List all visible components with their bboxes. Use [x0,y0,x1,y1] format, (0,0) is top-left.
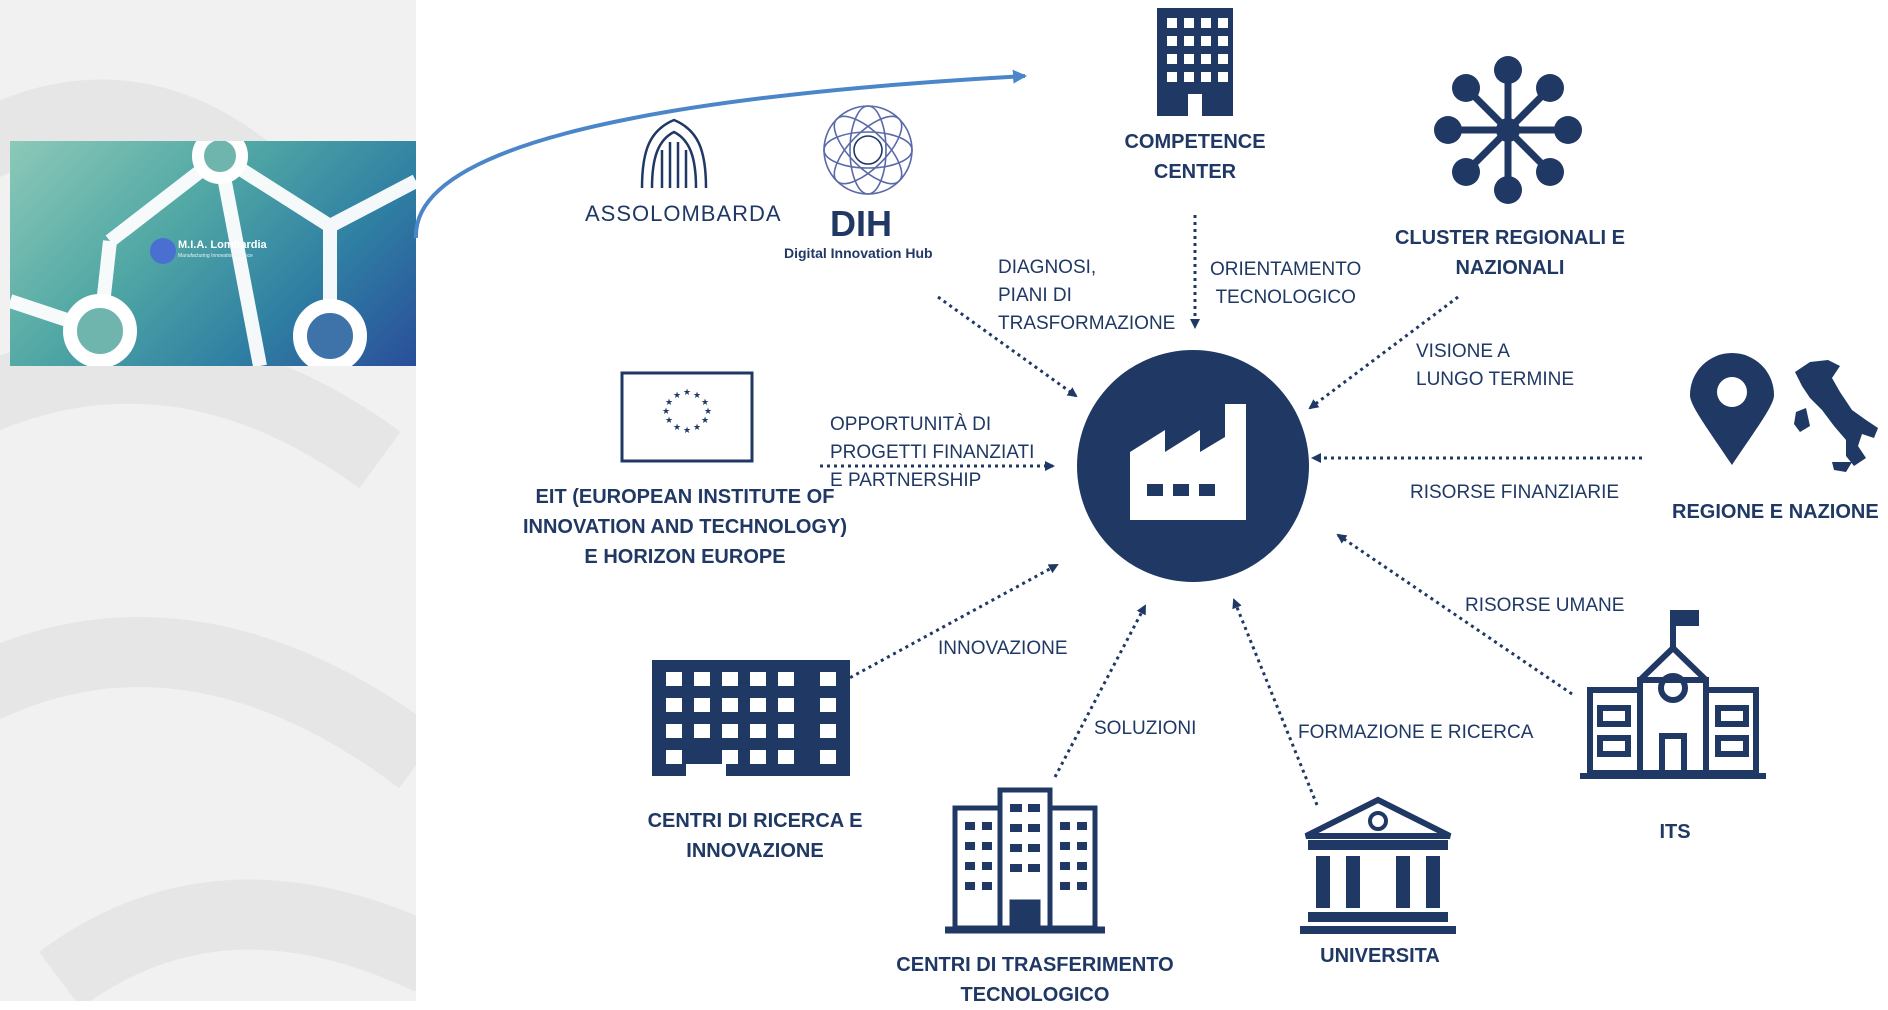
flow-label-innovazione: INNOVAZIONE [938,638,1068,659]
transfer-center-building-icon [945,787,1105,934]
svg-text:★: ★ [704,407,712,417]
research-center-building-icon [652,660,850,776]
flow-label-visione: VISIONE A LUNGO TERMINE [1416,341,1575,390]
assolombarda-logo-icon [640,118,708,189]
node-universita: UNIVERSITA [1320,945,1440,967]
svg-text:★: ★ [665,416,673,426]
flow-arrow-innovazione [843,563,1059,683]
thumbnail-title: M.I.A. Lombardia [178,239,267,251]
flow-label-diagnosi: DIAGNOSI, PIANI DI TRASFORMAZIONE [998,257,1176,334]
svg-text:★: ★ [683,426,691,436]
flow-label-opportunita: OPPORTUNITÀ DI PROGETTI FINANZIATI E PAR… [830,414,1035,491]
flow-arrow-soluzioni [1053,604,1147,778]
node-cluster: CLUSTER REGIONALI E NAZIONALI [1394,227,1625,279]
italy-map-icon [1794,360,1878,472]
svg-text:★: ★ [683,388,691,398]
competence-center-building-icon [1157,8,1233,116]
svg-text:★: ★ [662,407,670,417]
eu-flag-icon: ★★★ ★★★ ★★★ ★★★ [620,371,754,463]
node-centri-trasferimento: CENTRI DI TRASFERIMENTO TECNOLOGICO [896,954,1174,1006]
svg-text:★: ★ [701,416,709,426]
flow-label-risorse-finanziarie: RISORSE FINANZIARIE [1410,482,1620,503]
flow-label-soluzioni: SOLUZIONI [1094,718,1197,739]
svg-text:★: ★ [665,398,673,408]
svg-text:★: ★ [673,423,681,433]
dih-globe-logo-icon [823,105,913,195]
svg-text:★: ★ [693,391,701,401]
assolombarda-logo-text: ASSOLOMBARDA [585,201,782,226]
flow-label-orientamento: ORIENTAMENTO TECNOLOGICO [1210,259,1362,308]
network-graphic [10,141,416,366]
thumbnail-subtitle: Manufacturing Innovation Alliance [178,253,253,259]
its-school-icon [1580,610,1766,779]
flow-arrow-visione [1308,295,1459,410]
link-arrow [413,69,1027,239]
node-competence-center: COMPETENCE CENTER [1124,131,1266,183]
svg-text:★: ★ [701,398,709,408]
mia-lombardia-thumbnail: M.I.A. Lombardia Manufacturing Innovatio… [10,141,416,366]
dih-logo-subtitle: Digital Innovation Hub [784,245,933,261]
flow-arrow-formazione [1232,598,1319,806]
factory-icon [1077,350,1309,582]
node-eit-horizon: EIT (EUROPEAN INSTITUTE OF INNOVATION AN… [522,486,848,568]
flow-arrow-umane [1336,533,1573,696]
dih-logo-text: DIH [830,203,892,244]
svg-text:★: ★ [673,391,681,401]
node-regione-nazione: REGIONE E NAZIONE [1672,501,1879,523]
flow-label-formazione: FORMAZIONE E RICERCA [1298,722,1534,743]
university-icon [1300,796,1456,934]
flow-arrow-diagnosi [937,295,1078,398]
node-its: ITS [1659,821,1691,843]
cluster-network-icon [1434,56,1582,204]
mia-logo-icon [150,238,176,264]
svg-text:★: ★ [693,423,701,433]
node-centri-ricerca: CENTRI DI RICERCA E INNOVAZIONE [647,810,863,862]
location-pin-icon [1690,353,1774,465]
flow-label-risorse-umane: RISORSE UMANE [1465,595,1625,616]
